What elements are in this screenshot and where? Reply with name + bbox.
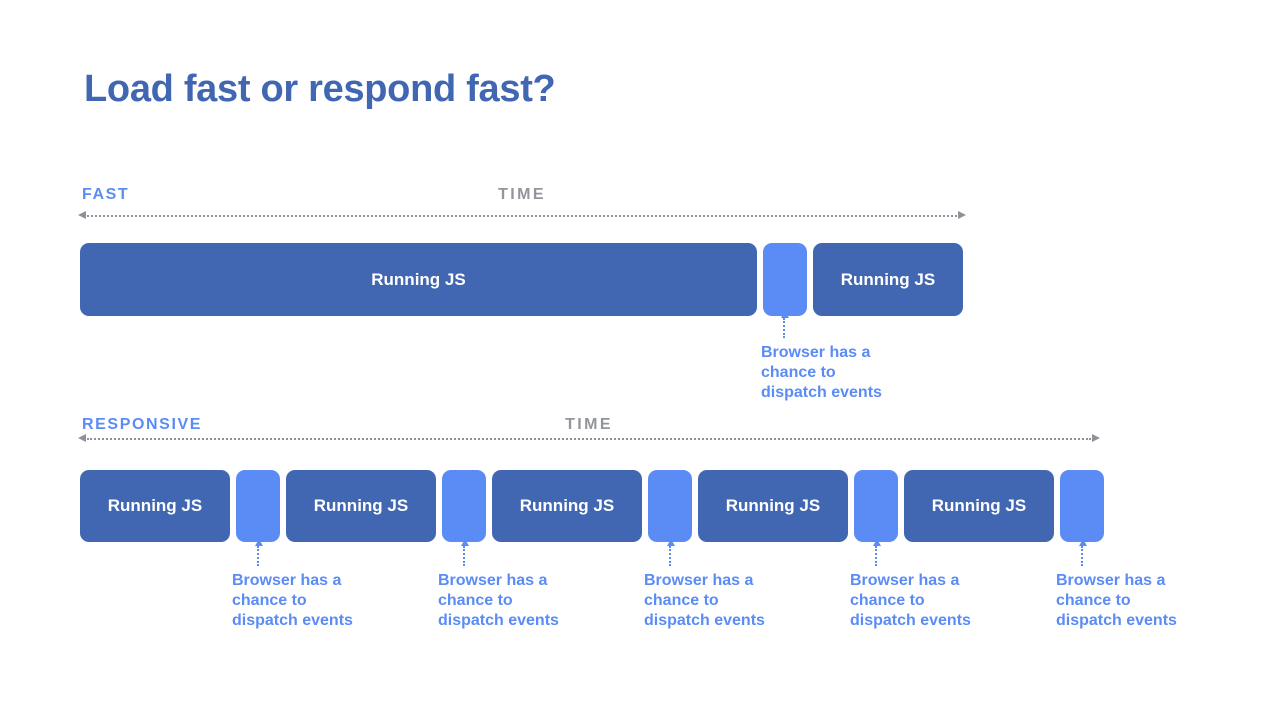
- fast-section-label: FAST: [82, 186, 130, 203]
- running-js-label: Running JS: [313, 496, 409, 515]
- up-arrow-icon: [255, 539, 263, 566]
- running-js-label: Running JS: [371, 269, 466, 289]
- event-gap-block: [1060, 470, 1104, 542]
- responsive-annotation: Browser has a chance to dispatch events: [232, 539, 374, 631]
- responsive-timeline-arrow-icon: [78, 434, 1100, 442]
- annotation-text: Browser has a chance to dispatch events: [232, 572, 353, 629]
- up-arrow-icon: [781, 311, 789, 338]
- running-js-bar: Running JS: [80, 470, 230, 542]
- fast-bar-row: Running JS Running JS: [80, 243, 963, 316]
- responsive-annotation: Browser has a chance to dispatch events: [1056, 539, 1198, 631]
- running-js-label: Running JS: [840, 269, 936, 289]
- annotation-text: Browser has a chance to dispatch events: [1056, 572, 1177, 629]
- up-arrow-icon: [873, 539, 881, 566]
- up-arrow-icon: [667, 539, 675, 566]
- responsive-section-label: RESPONSIVE: [82, 416, 203, 433]
- responsive-annotation: Browser has a chance to dispatch events: [644, 539, 786, 631]
- running-js-bar: Running JS: [286, 470, 436, 542]
- page-title: Load fast or respond fast?: [84, 68, 556, 110]
- running-js-label: Running JS: [519, 496, 615, 515]
- up-arrow-icon: [461, 539, 469, 566]
- annotation-text: Browser has a chance to dispatch events: [850, 572, 971, 629]
- running-js-bar: Running JS: [813, 243, 963, 316]
- fast-timeline-arrow-icon: [78, 211, 966, 219]
- running-js-bar: Running JS: [698, 470, 848, 542]
- running-js-label: Running JS: [931, 496, 1027, 515]
- running-js-bar: Running JS: [904, 470, 1054, 542]
- event-gap-block: [236, 470, 280, 542]
- up-arrow-icon: [1079, 539, 1087, 566]
- annotation-text: Browser has a chance to dispatch events: [438, 572, 559, 629]
- event-gap-block: [854, 470, 898, 542]
- responsive-time-label: TIME: [565, 416, 613, 433]
- responsive-annotation: Browser has a chance to dispatch events: [438, 539, 580, 631]
- event-gap-block: [763, 243, 807, 316]
- running-js-label: Running JS: [725, 496, 821, 515]
- fast-time-label: TIME: [498, 186, 546, 203]
- responsive-bar-row: Running JS Running JS Running JS Running…: [80, 470, 1104, 542]
- fast-annotation: Browser has a chance to dispatch events: [761, 311, 903, 403]
- annotation-text: Browser has a chance to dispatch events: [761, 344, 882, 401]
- annotation-text: Browser has a chance to dispatch events: [644, 572, 765, 629]
- event-gap-block: [648, 470, 692, 542]
- running-js-label: Running JS: [107, 496, 203, 515]
- running-js-bar: Running JS: [492, 470, 642, 542]
- running-js-bar: Running JS: [80, 243, 757, 316]
- responsive-annotation: Browser has a chance to dispatch events: [850, 539, 992, 631]
- event-gap-block: [442, 470, 486, 542]
